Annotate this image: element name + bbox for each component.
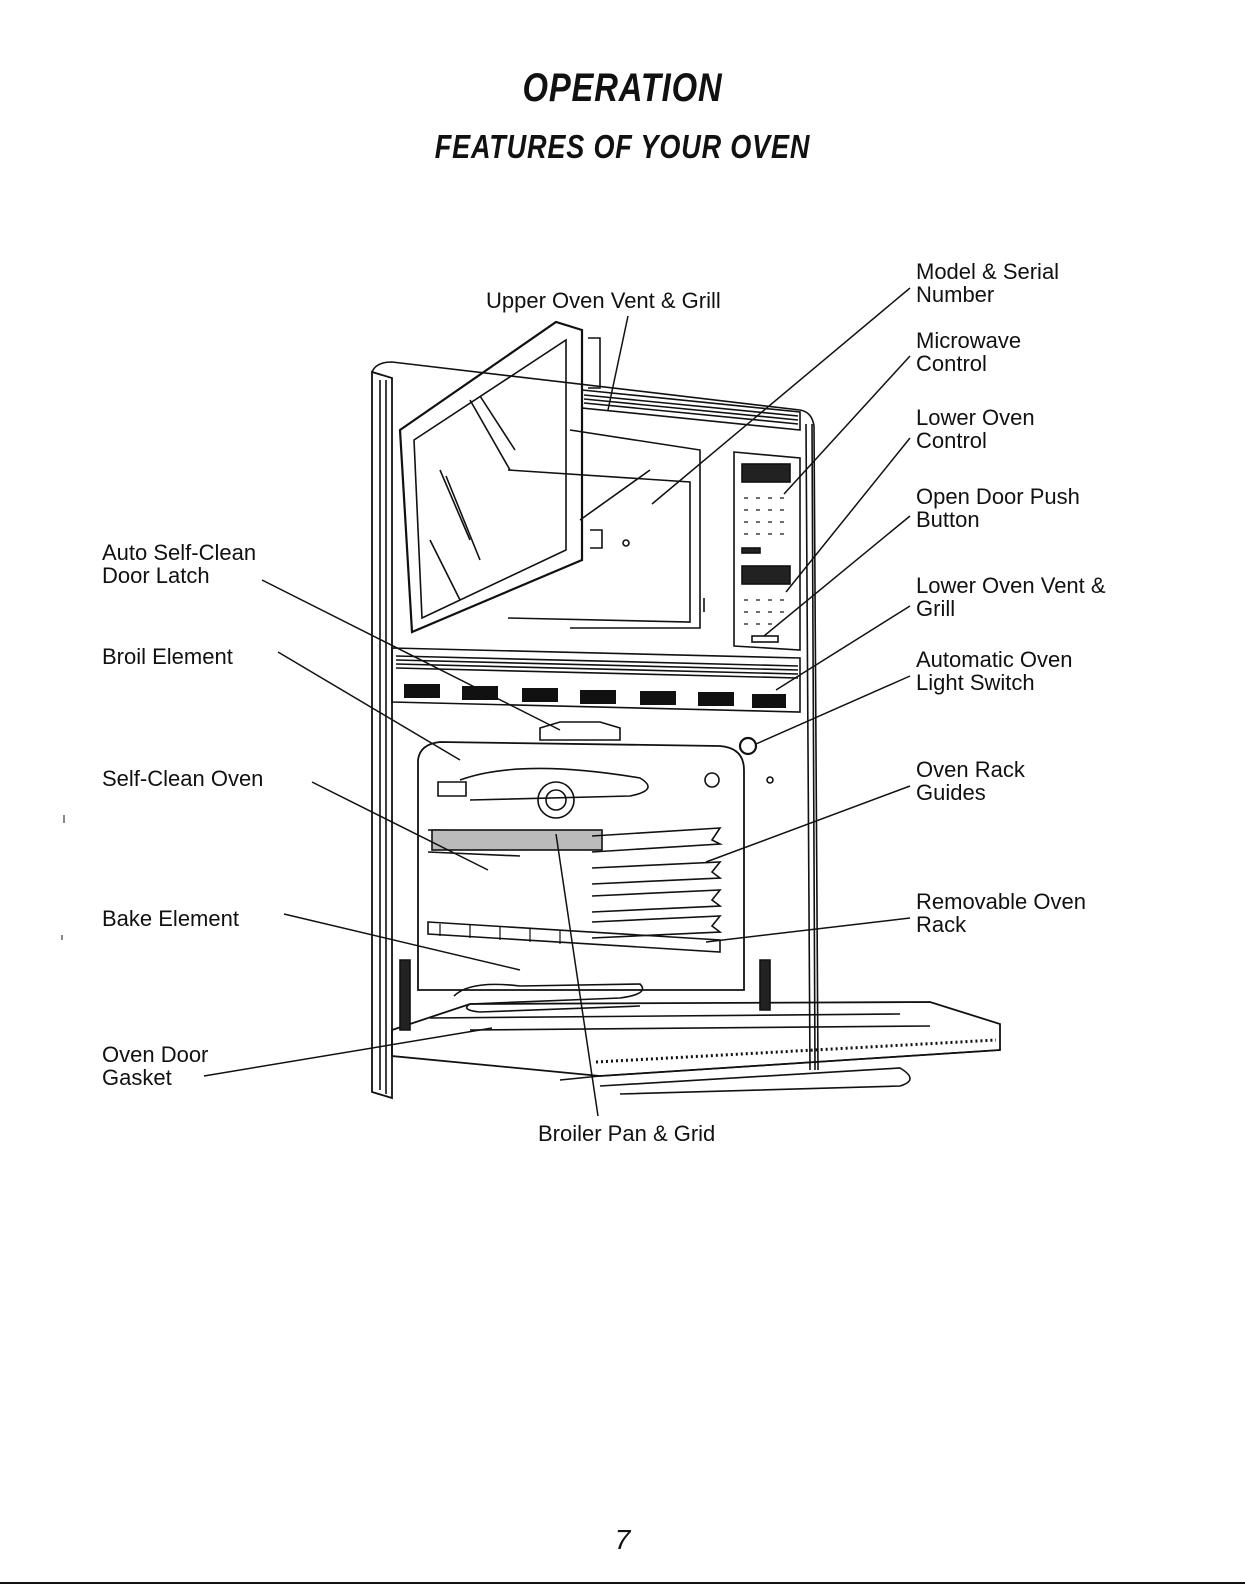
page-subtitle: FEATURES OF YOUR OVEN [434, 128, 811, 165]
page-title: OPERATION [522, 66, 723, 110]
label-broiler-pan: Broiler Pan & Grid [538, 1121, 716, 1146]
label-self-clean-oven: Self-Clean Oven [102, 766, 264, 791]
lower-vent-band [391, 647, 801, 741]
label-broil-element: Broil Element [102, 644, 233, 669]
control-panels [733, 451, 801, 651]
oven-door [391, 959, 1001, 1095]
label-lower-oven-vent: Lower Oven Vent &Grill [916, 573, 1106, 621]
page-number: 7 [614, 1524, 631, 1555]
microwave-door [398, 320, 584, 634]
lower-oven-cavity [417, 736, 774, 1013]
cabinet-frame [371, 361, 819, 1100]
label-bake-element: Bake Element [102, 906, 239, 931]
label-upper-oven-vent: Upper Oven Vent & Grill [486, 288, 721, 313]
leader-lines [203, 287, 911, 1117]
